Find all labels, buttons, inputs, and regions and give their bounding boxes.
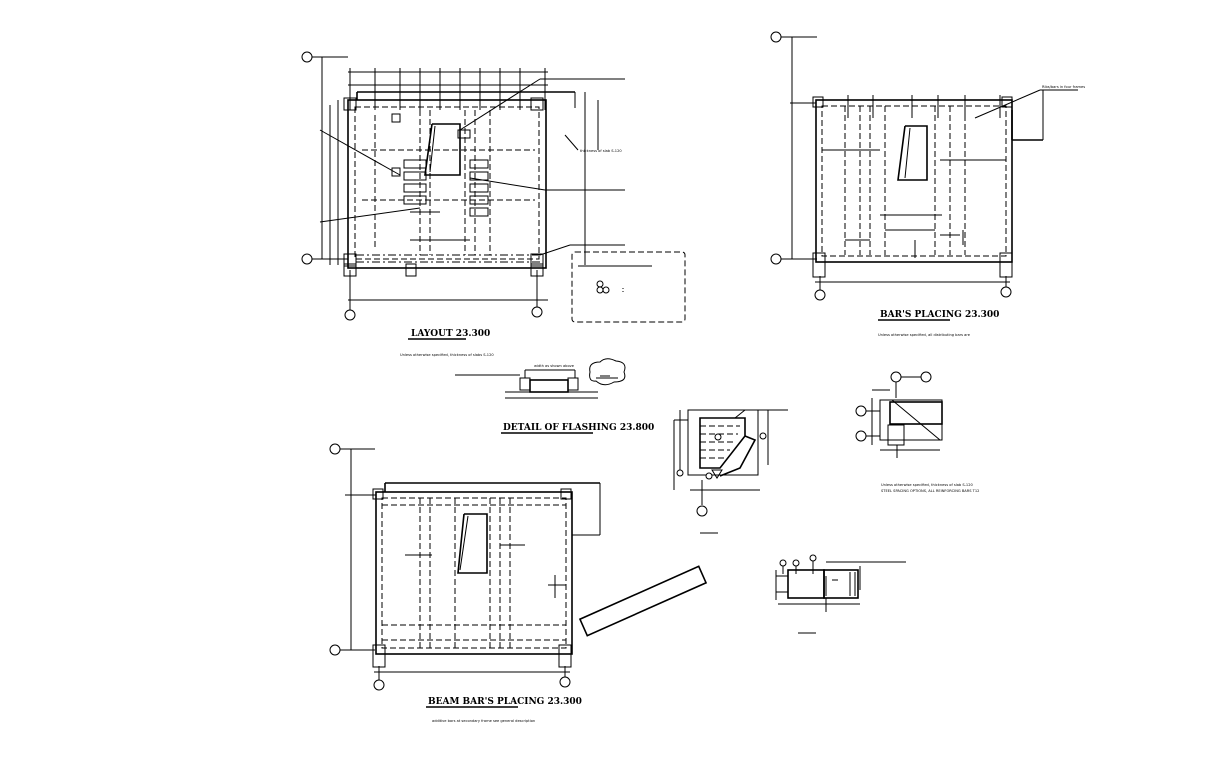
grid-bubble (920, 371, 932, 383)
bars-callout: Ribs/bars in four frames (1042, 85, 1085, 89)
grid-bubble (855, 430, 867, 442)
grid-bubble (344, 309, 356, 321)
grid-bubble (329, 644, 341, 656)
section-note-2: STEEL SPACING OPTIONS, ALL REINFORCING B… (881, 489, 979, 493)
layout-title: LAYOUT 23.300 (411, 329, 490, 339)
grid-bubble (696, 505, 708, 517)
grid-bubble (814, 289, 826, 301)
section-note-1: Unless otherwise specified, thickness of… (881, 483, 973, 487)
beam-bars-plan: BEAM BAR'S PLACING 23.300 additive bars … (329, 443, 708, 723)
bars-placing-title: BAR'S PLACING 23.300 (880, 310, 999, 320)
grid-bubble (1000, 286, 1012, 298)
grid-bubble (890, 371, 902, 383)
layout-note: Unless otherwise specified, thickness of… (400, 353, 494, 357)
flashing-callout: width as shown above (534, 364, 575, 368)
grid-bubble (770, 253, 782, 265)
legend-box (571, 251, 686, 323)
bars-placing-note: Unless otherwise specified, all distribu… (878, 333, 971, 337)
grid-bubble (770, 31, 782, 43)
beam-section-detail: Unless otherwise specified, thickness of… (855, 371, 979, 493)
slab-callout: thickness of slab S-120 (580, 149, 622, 153)
beam-bars-title: BEAM BAR'S PLACING 23.300 (428, 697, 582, 707)
section-detail (673, 409, 788, 534)
flashing-detail: width as shown above DETAIL OF FLASHING … (455, 358, 654, 434)
small-beam-detail (775, 554, 906, 634)
grid-bubble (373, 679, 385, 691)
grid-bubble (531, 306, 543, 318)
bars-placing-plan: Ribs/bars in four frames BAR'S PLACING 2… (770, 31, 1085, 337)
layout-plan: thickness of slab S-120 LAYOUT 23.300 Un… (301, 51, 686, 357)
flashing-title: DETAIL OF FLASHING 23.800 (503, 423, 654, 433)
grid-bubble (301, 253, 313, 265)
beam-bars-note: additive bars at secondary frame see gen… (432, 719, 535, 723)
grid-bubble (329, 443, 341, 455)
grid-bubble (559, 676, 571, 688)
grid-bubble (301, 51, 313, 63)
rotated-bar-detail (578, 565, 708, 637)
grid-bubble (855, 405, 867, 417)
